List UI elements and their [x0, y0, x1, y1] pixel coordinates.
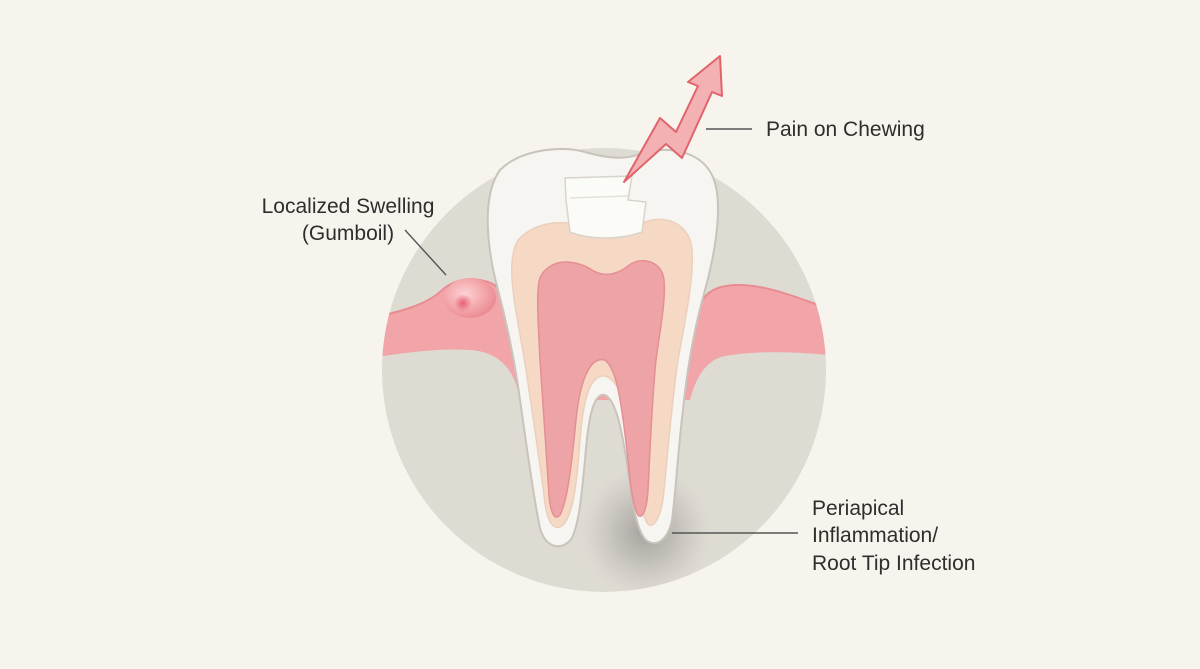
pain-label-text: Pain on Chewing [766, 118, 925, 141]
periapical-label-line-1: Periapical [812, 497, 905, 520]
periapical-label-line-3: Root Tip Infection [812, 551, 976, 575]
gumboil-icon [444, 278, 496, 318]
swelling-label: Localized Swelling (Gumboil) [248, 193, 448, 248]
lightning-bolt-arrow-icon [623, 55, 723, 183]
swelling-leader-line [404, 229, 447, 276]
swelling-label-line-1: Localized Swelling [261, 195, 435, 218]
tooth-pulp [536, 260, 666, 518]
swelling-label-line-2: (Gumboil) [301, 222, 395, 246]
pain-label: Pain on Chewing [766, 116, 925, 143]
periapical-label-line-2: Inflammation/ [812, 524, 939, 548]
periapical-label: Periapical Inflammation/ Root Tip Infect… [812, 495, 975, 577]
tooth [486, 148, 719, 548]
tooth-filling [564, 175, 647, 239]
